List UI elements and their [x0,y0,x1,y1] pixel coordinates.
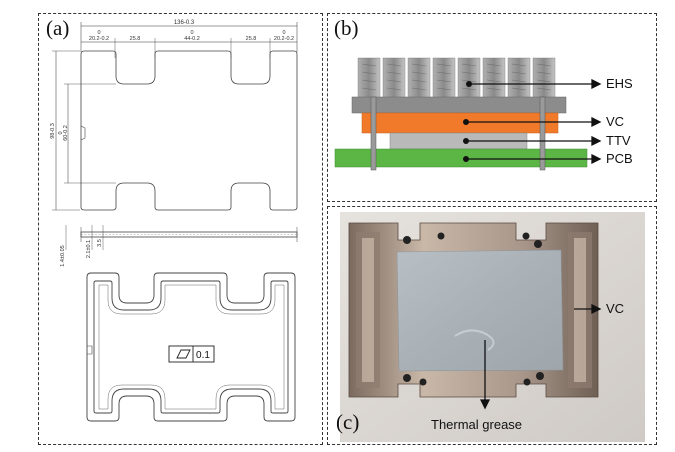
dim-thickness-3: 3.5 [97,239,103,247]
dim-overall-height: 98-0.3 [50,123,56,139]
plate-outline-top-view [80,50,298,211]
dim-inner-height: 60-0.2 [63,125,69,141]
dim-seg2: 25.8 [130,36,141,42]
label-vc: VC [606,114,625,129]
thermal-grease-area [396,249,564,372]
label-thermal-grease: Thermal grease [431,417,523,432]
label-vc-photo: VC [606,301,625,316]
panel-b-label: (b) [334,16,359,40]
dim-seg5-top: 0 [282,30,285,36]
plate-outline-bottom-view [86,272,296,422]
flatness-value: 0.1 [196,350,210,361]
flatness-tolerance-frame: 0.1 [168,345,215,363]
label-ehs: EHS [606,76,633,91]
screw-left [370,96,377,171]
dim-thickness-1: 1.4±0.05 [60,245,66,266]
flatness-symbol-icon [176,349,191,359]
dim-thickness-2: 2.1±0.1 [86,240,92,258]
dim-seg1: 20.2-0.2 [89,36,109,42]
dim-overall-width: 136-0.3 [174,20,195,26]
panel-b [327,13,657,202]
dim-seg3: 44-0.2 [184,36,200,42]
panel-a [38,13,323,445]
dim-seg5: 20.2-0.2 [274,36,294,42]
panel-c-label: (c) [336,410,360,434]
dim-seg4: 25.8 [246,36,257,42]
panel-a-label: (a) [46,16,70,40]
dim-seg3-top: 0 [190,30,193,36]
panel-c [327,206,657,445]
label-ttv: TTV [606,133,631,148]
dim-inner-height-top: 0 [58,131,64,134]
label-pcb: PCB [606,151,633,166]
screw-right [539,96,546,171]
ehs-fins [357,57,556,99]
pcb-layer [334,148,588,168]
dim-seg1-top: 0 [97,30,100,36]
